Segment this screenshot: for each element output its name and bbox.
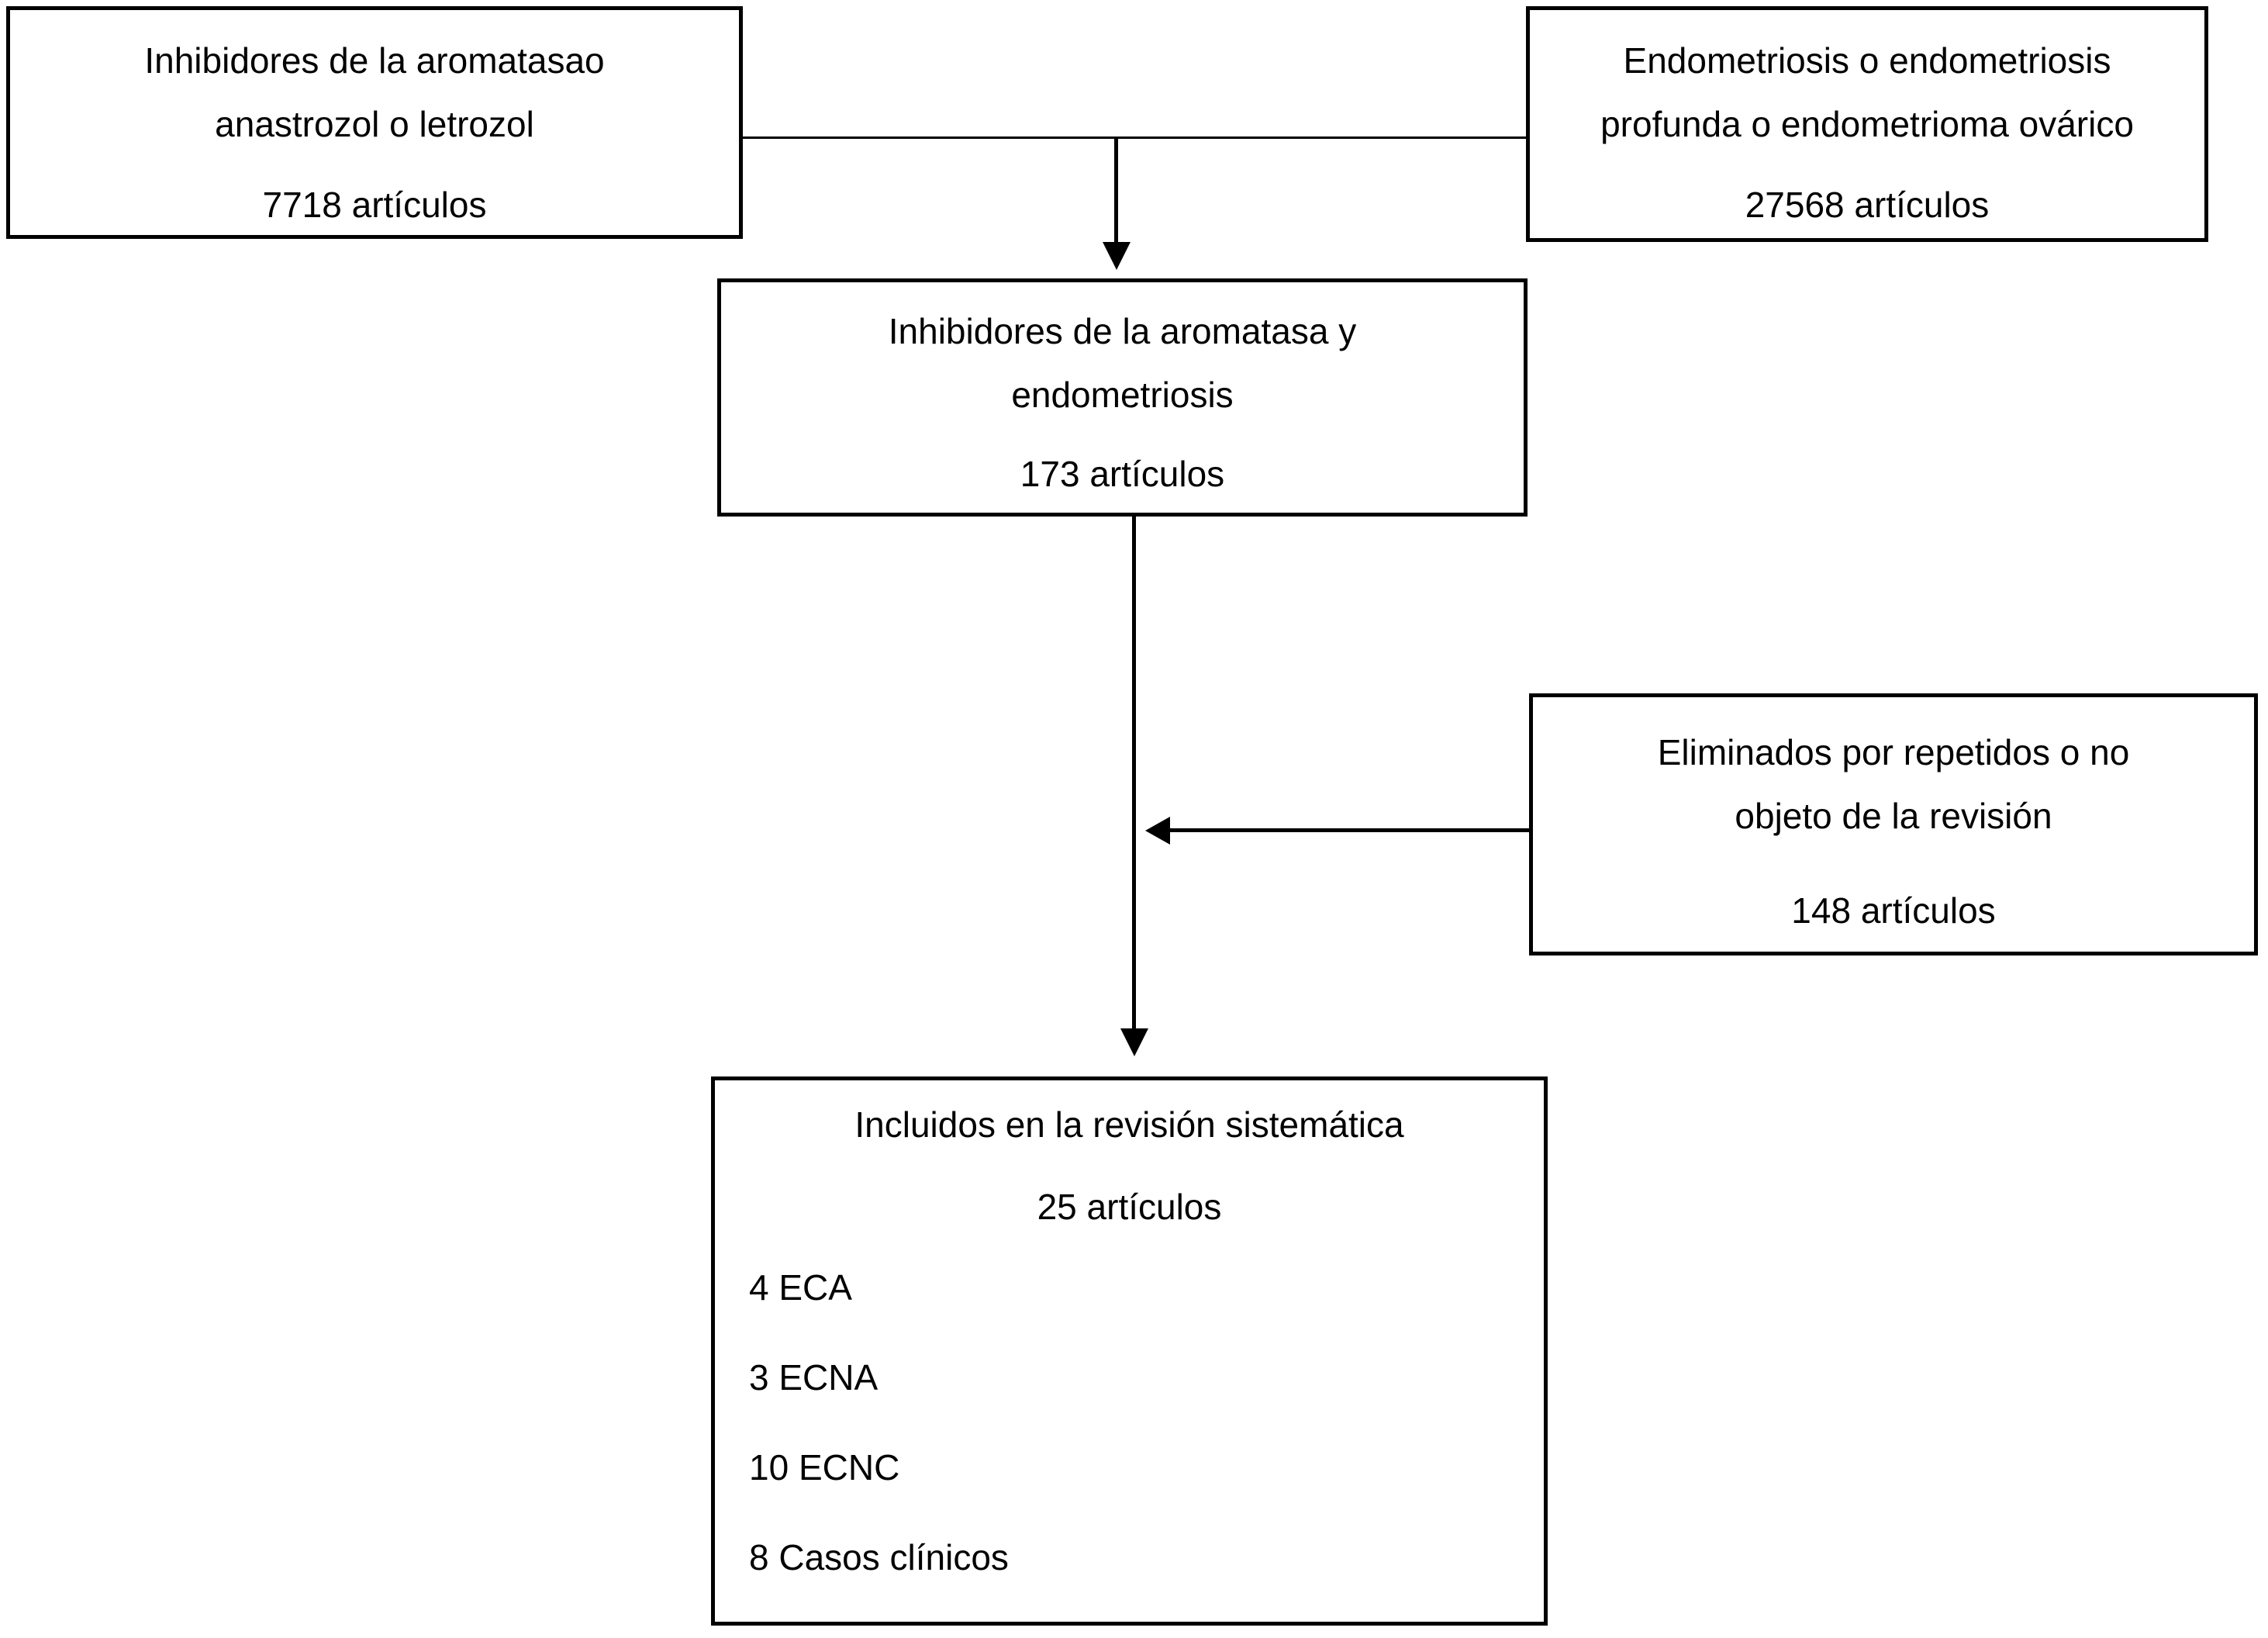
- included-items-list: 4 ECA 3 ECNA 10 ECNC 8 Casos clínicos: [715, 1239, 1544, 1589]
- box-combined-line2: endometriosis: [1011, 375, 1234, 415]
- box-excluded-records: Eliminados por repetidos o no objeto de …: [1529, 693, 2258, 955]
- box-included-title: Incluidos en la revisión sistemática: [854, 1104, 1404, 1145]
- list-item: 10 ECNC: [749, 1447, 900, 1488]
- box-aromatase-line1: Inhibidores de la aromatasao: [144, 40, 605, 81]
- box-aromatase-line2: anastrozol o letrozol: [215, 104, 534, 144]
- box-combined-line1: Inhibidores de la aromatasa y: [888, 311, 1357, 351]
- arrow-down-short-stem: [1114, 137, 1118, 243]
- box-endometriosis-search: Endometriosis o endometriosis profunda o…: [1526, 6, 2208, 242]
- box-aromatase-count: 7718 artículos: [262, 185, 487, 225]
- list-item: 3 ECNA: [749, 1357, 879, 1398]
- box-combined-count: 173 artículos: [1020, 454, 1225, 494]
- connector-top-horizontal-line: [743, 136, 1526, 139]
- box-included-review: Incluidos en la revisión sistemática 25 …: [711, 1076, 1548, 1626]
- box-endometriosis-line2: profunda o endometrioma ovárico: [1600, 104, 2134, 144]
- box-endometriosis-line1: Endometriosis o endometriosis: [1623, 40, 2111, 81]
- arrow-down-long-head-icon: [1120, 1028, 1148, 1056]
- arrow-left-stem: [1170, 828, 1529, 832]
- list-item: 8 Casos clínicos: [749, 1537, 1009, 1578]
- box-aromatase-search: Inhibidores de la aromatasao anastrozol …: [6, 6, 743, 239]
- arrow-down-long-stem: [1132, 517, 1136, 1030]
- arrow-down-short-head-icon: [1103, 242, 1131, 270]
- box-combined-search: Inhibidores de la aromatasa y endometrio…: [717, 278, 1528, 517]
- box-excluded-line2: objeto de la revisión: [1735, 796, 2052, 836]
- box-included-count: 25 artículos: [1037, 1187, 1222, 1227]
- box-endometriosis-count: 27568 artículos: [1745, 185, 1990, 225]
- box-excluded-line1: Eliminados por repetidos o no: [1657, 732, 2130, 772]
- list-item: 4 ECA: [749, 1267, 852, 1308]
- arrow-left-head-icon: [1145, 817, 1170, 845]
- box-excluded-count: 148 artículos: [1791, 890, 1996, 931]
